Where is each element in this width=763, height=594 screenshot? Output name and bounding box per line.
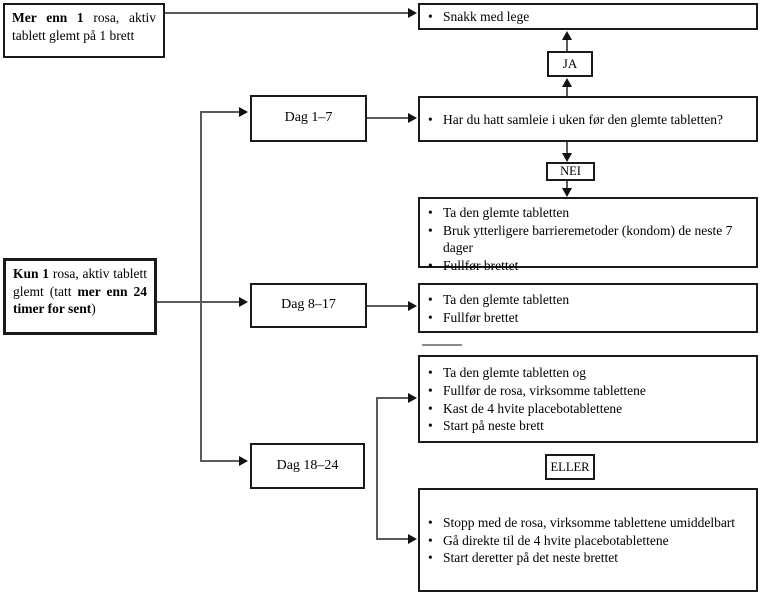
week3-option2-item: Start deretter på det neste brettet — [443, 550, 619, 566]
bullet-glyph: • — [428, 257, 433, 273]
day-range-1-7-label: Dag 1–7 — [284, 110, 333, 126]
bullet-glyph: • — [428, 400, 433, 416]
bullet-glyph: • — [428, 532, 433, 548]
condition-only-one-text-close: ) — [91, 301, 96, 317]
arrowhead-right — [408, 534, 417, 544]
question-text: Har du hatt samleie i uken før den glemt… — [443, 111, 724, 127]
bullet-glyph: • — [428, 382, 433, 398]
day-range-18-24-label: Dag 18–24 — [276, 457, 339, 473]
arrowhead-right — [408, 393, 417, 403]
week1-item: Ta den glemte tabletten — [443, 205, 570, 220]
week3-option2-item: Stopp med de rosa, virksomme tablettene … — [443, 515, 736, 531]
connector-right-fork — [376, 397, 378, 540]
bullet-glyph: • — [428, 205, 433, 220]
week3-option1-item: Start på neste brett — [443, 418, 544, 434]
connector-ja-talk — [566, 40, 568, 51]
decision-yes-label: JA — [562, 55, 578, 71]
week3-option2-box: • Stopp med de rosa, virksomme tabletten… — [418, 488, 758, 592]
arrowhead-right — [408, 113, 417, 123]
connector-more-to-talk — [165, 12, 408, 14]
decision-yes-box: JA — [547, 51, 593, 77]
decision-or-box: ELLER — [545, 454, 595, 480]
bullet-glyph: • — [428, 550, 433, 566]
bullet-glyph: • — [428, 111, 433, 127]
talk-to-doctor-text: Snakk med lege — [443, 9, 530, 25]
arrowhead-up — [562, 31, 572, 40]
bullet-glyph: • — [428, 515, 433, 531]
condition-only-one-bold-lead: Kun 1 — [13, 266, 50, 281]
connector-fork-option2 — [376, 538, 409, 540]
week1-instructions-box: • Ta den glemte tabletten • Bruk ytterli… — [418, 197, 758, 273]
week2-instructions-box: • Ta den glemte tabletten • Fullfør bret… — [418, 283, 758, 333]
connector-day817-week2 — [367, 305, 409, 307]
decision-no-box: NEI — [546, 162, 595, 181]
bullet-glyph: • — [428, 9, 433, 25]
connector-onlyone-day817 — [157, 301, 239, 303]
week3-option1-box: • Ta den glemte tabletten og • Fullfør d… — [418, 355, 758, 443]
bullet-glyph: • — [428, 291, 433, 307]
condition-only-one-bold-tail: mer enn 24 timer for sent — [13, 283, 148, 317]
day-range-8-17-box: Dag 8–17 — [250, 283, 367, 328]
talk-to-doctor-box: • Snakk med lege — [418, 3, 758, 30]
connector-nei-week1 — [566, 181, 568, 189]
arrowhead-up — [562, 78, 572, 87]
bullet-glyph: • — [428, 418, 433, 434]
week1-item: Bruk ytterligere barrieremetoder (kondom… — [443, 222, 733, 256]
day-range-8-17-label: Dag 8–17 — [281, 297, 336, 313]
connector-question-nei — [566, 142, 568, 153]
day-range-18-24-box: Dag 18–24 — [250, 443, 365, 489]
arrowhead-right — [408, 8, 417, 18]
day-range-1-7-box: Dag 1–7 — [250, 95, 367, 142]
decision-or-label: ELLER — [550, 459, 590, 474]
bullet-glyph: • — [428, 222, 433, 238]
week1-item: Fullfør brettet — [443, 257, 519, 273]
condition-only-one-box: Kun 1 rosa, aktiv tablett glemt (tatt me… — [3, 258, 157, 335]
week3-option1-item: Ta den glemte tabletten og — [443, 365, 587, 381]
connector-fork-option1 — [376, 397, 409, 399]
arrowhead-right — [239, 456, 248, 466]
week2-item: Ta den glemte tabletten — [443, 291, 570, 307]
connector-fork-day1824 — [200, 460, 239, 462]
bullet-glyph: • — [428, 309, 433, 325]
week2-item: Fullfør brettet — [443, 309, 519, 325]
week3-option2-item: Gå direkte til de 4 hvite placebotablett… — [443, 532, 669, 548]
arrowhead-right — [239, 297, 248, 307]
connector-question-ja — [566, 86, 568, 96]
arrowhead-down — [562, 153, 572, 162]
connector-left-fork — [200, 111, 202, 462]
week3-option1-item: Fullfør de rosa, virksomme tablettene — [443, 382, 646, 398]
condition-more-than-one-text: rosa, aktiv tablett glemt på 1 brett — [12, 10, 156, 43]
condition-more-than-one-box: Mer enn 1 rosa, aktiv tablett glemt på 1… — [3, 3, 165, 58]
condition-more-than-one-bold: Mer enn 1 — [12, 10, 84, 25]
arrowhead-down — [562, 188, 572, 197]
decision-no-label: NEI — [560, 164, 581, 179]
connector-day17-question — [367, 117, 409, 119]
arrowhead-right — [408, 301, 417, 311]
connector-fork-day17 — [200, 111, 239, 113]
bullet-glyph: • — [428, 365, 433, 381]
condition-only-one-text-mid: rosa, aktiv tablett glemt (tatt — [13, 266, 147, 299]
question-box: • Har du hatt samleie i uken før den gle… — [418, 96, 758, 142]
week3-option1-item: Kast de 4 hvite placebotablettene — [443, 400, 623, 416]
arrowhead-right — [239, 107, 248, 117]
stray-line — [422, 344, 462, 346]
